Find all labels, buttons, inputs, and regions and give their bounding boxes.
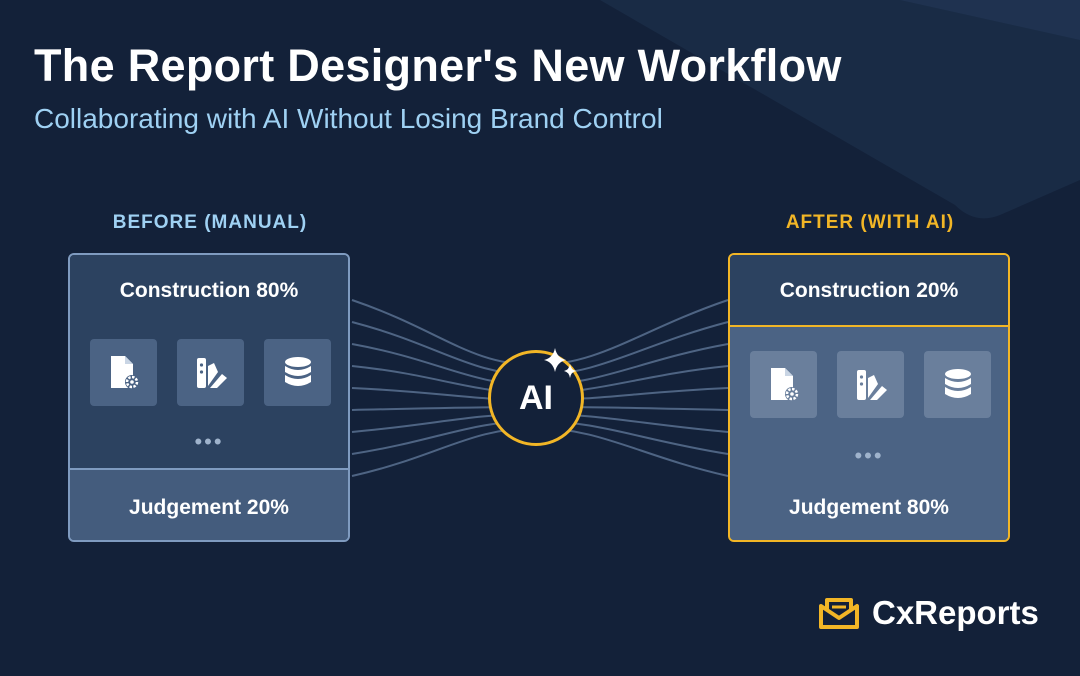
before-panel: Construction 80% bbox=[68, 253, 350, 542]
before-label: BEFORE (MANUAL) bbox=[112, 212, 308, 233]
tool-icons bbox=[750, 351, 991, 418]
sparkle-icon bbox=[544, 348, 576, 378]
brand-name: CxReports bbox=[872, 594, 1039, 631]
envelope-logo-icon bbox=[819, 598, 859, 629]
judgement-label: Judgement 20% bbox=[129, 496, 289, 519]
construction-label: Construction 20% bbox=[779, 279, 959, 302]
document-settings-icon bbox=[90, 339, 157, 406]
after-label: AFTER (WITH AI) bbox=[785, 212, 955, 233]
brand-logo: CxReports bbox=[818, 594, 1039, 632]
swatch-palette-icon bbox=[837, 351, 904, 418]
swatch-palette-icon bbox=[177, 339, 244, 406]
page-title: The Report Designer's New Workflow bbox=[34, 40, 842, 91]
after-panel: Construction 20% bbox=[728, 253, 1010, 542]
construction-section bbox=[730, 255, 1008, 327]
page-subtitle: Collaborating with AI Without Losing Bra… bbox=[34, 103, 663, 134]
ai-circle: AI bbox=[488, 350, 584, 446]
judgement-label: Judgement 80% bbox=[789, 496, 949, 519]
ai-badge: AI bbox=[488, 348, 584, 446]
judgement-section bbox=[70, 468, 348, 540]
database-icon bbox=[924, 351, 991, 418]
construction-label: Construction 80% bbox=[119, 279, 299, 302]
database-icon bbox=[264, 339, 331, 406]
more-ellipsis: ••• bbox=[194, 429, 224, 454]
more-ellipsis: ••• bbox=[854, 443, 884, 468]
document-settings-icon bbox=[750, 351, 817, 418]
tool-icons bbox=[90, 339, 331, 406]
